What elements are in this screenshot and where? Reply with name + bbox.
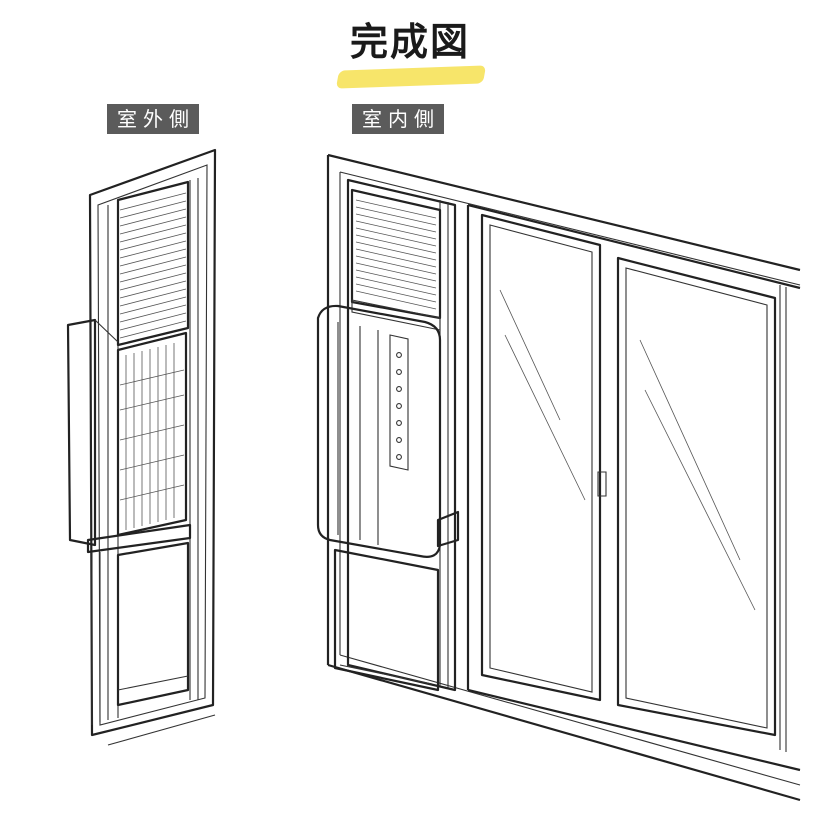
glass-pane-2 — [616, 256, 777, 737]
outdoor-view — [66, 148, 217, 746]
control-buttons — [396, 352, 402, 460]
indoor-frame-top — [327, 153, 801, 272]
label-outdoor-side: 室外側 — [107, 104, 199, 134]
outdoor-top-louver — [116, 180, 190, 347]
control-strip — [389, 334, 409, 471]
outdoor-rails — [107, 178, 199, 720]
outdoor-ac-grille — [116, 331, 188, 537]
outdoor-top-louver-slats — [119, 192, 187, 339]
label-indoor-side: 室内側 — [352, 104, 444, 134]
window-latch — [597, 471, 607, 497]
glass-pane-1 — [480, 213, 602, 702]
indoor-bracket — [436, 510, 460, 548]
outdoor-lower-panel — [116, 541, 190, 707]
indoor-view — [316, 153, 801, 802]
indoor-louver-slats — [355, 199, 437, 310]
glass-reflection-2 — [639, 339, 756, 611]
mounting-panel — [346, 178, 457, 692]
outdoor-ac-side — [66, 318, 97, 547]
outdoor-grille-lines — [119, 343, 185, 530]
outdoor-outer-frame — [88, 148, 217, 737]
title-area: 完成図 — [0, 18, 820, 89]
glass-reflection-1 — [499, 289, 586, 501]
page-title: 完成図 — [349, 20, 470, 64]
outdoor-bracket — [86, 523, 192, 554]
indoor-ac-body — [316, 304, 442, 558]
indoor-lower-panel — [333, 548, 440, 692]
outdoor-inner-frame — [97, 164, 208, 726]
indoor-frame-bottom — [327, 663, 801, 802]
